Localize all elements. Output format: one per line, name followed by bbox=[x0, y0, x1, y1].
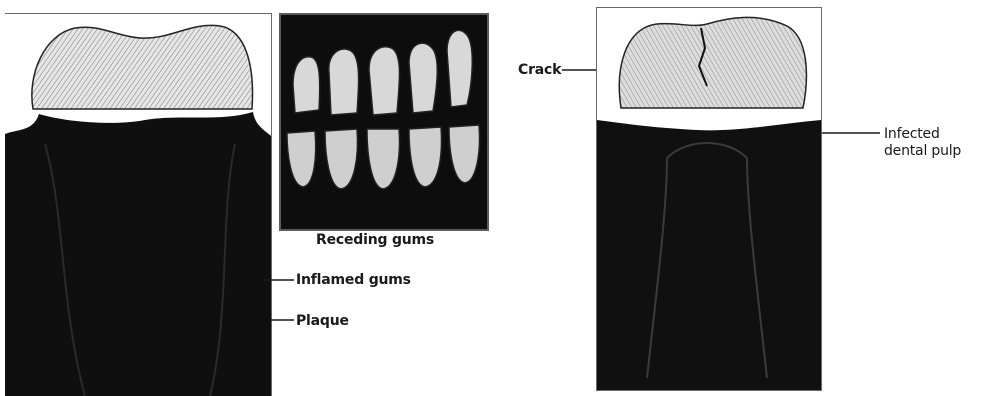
tooth-crown bbox=[32, 25, 253, 109]
crack-label: Crack bbox=[518, 62, 561, 78]
inflamed-gums-label: Inflamed gums bbox=[296, 272, 411, 288]
infected-pulp-label-line1: Infected bbox=[884, 126, 940, 142]
cracked-crown bbox=[619, 17, 806, 108]
cracked-tooth-illustration bbox=[596, 7, 822, 391]
gum-tissue bbox=[5, 112, 271, 396]
receding-gums-drawing bbox=[281, 15, 487, 229]
cracked-tooth-drawing bbox=[597, 8, 821, 390]
infected-pulp-label-line2: dental pulp bbox=[884, 143, 961, 159]
receding-gums-label: Receding gums bbox=[316, 232, 434, 248]
plaque-label: Plaque bbox=[296, 313, 349, 329]
gum-and-root bbox=[597, 120, 821, 390]
gum-disease-tooth-illustration bbox=[5, 13, 272, 396]
receding-gums-inset bbox=[279, 13, 489, 231]
gum-disease-tooth-drawing bbox=[5, 14, 271, 396]
